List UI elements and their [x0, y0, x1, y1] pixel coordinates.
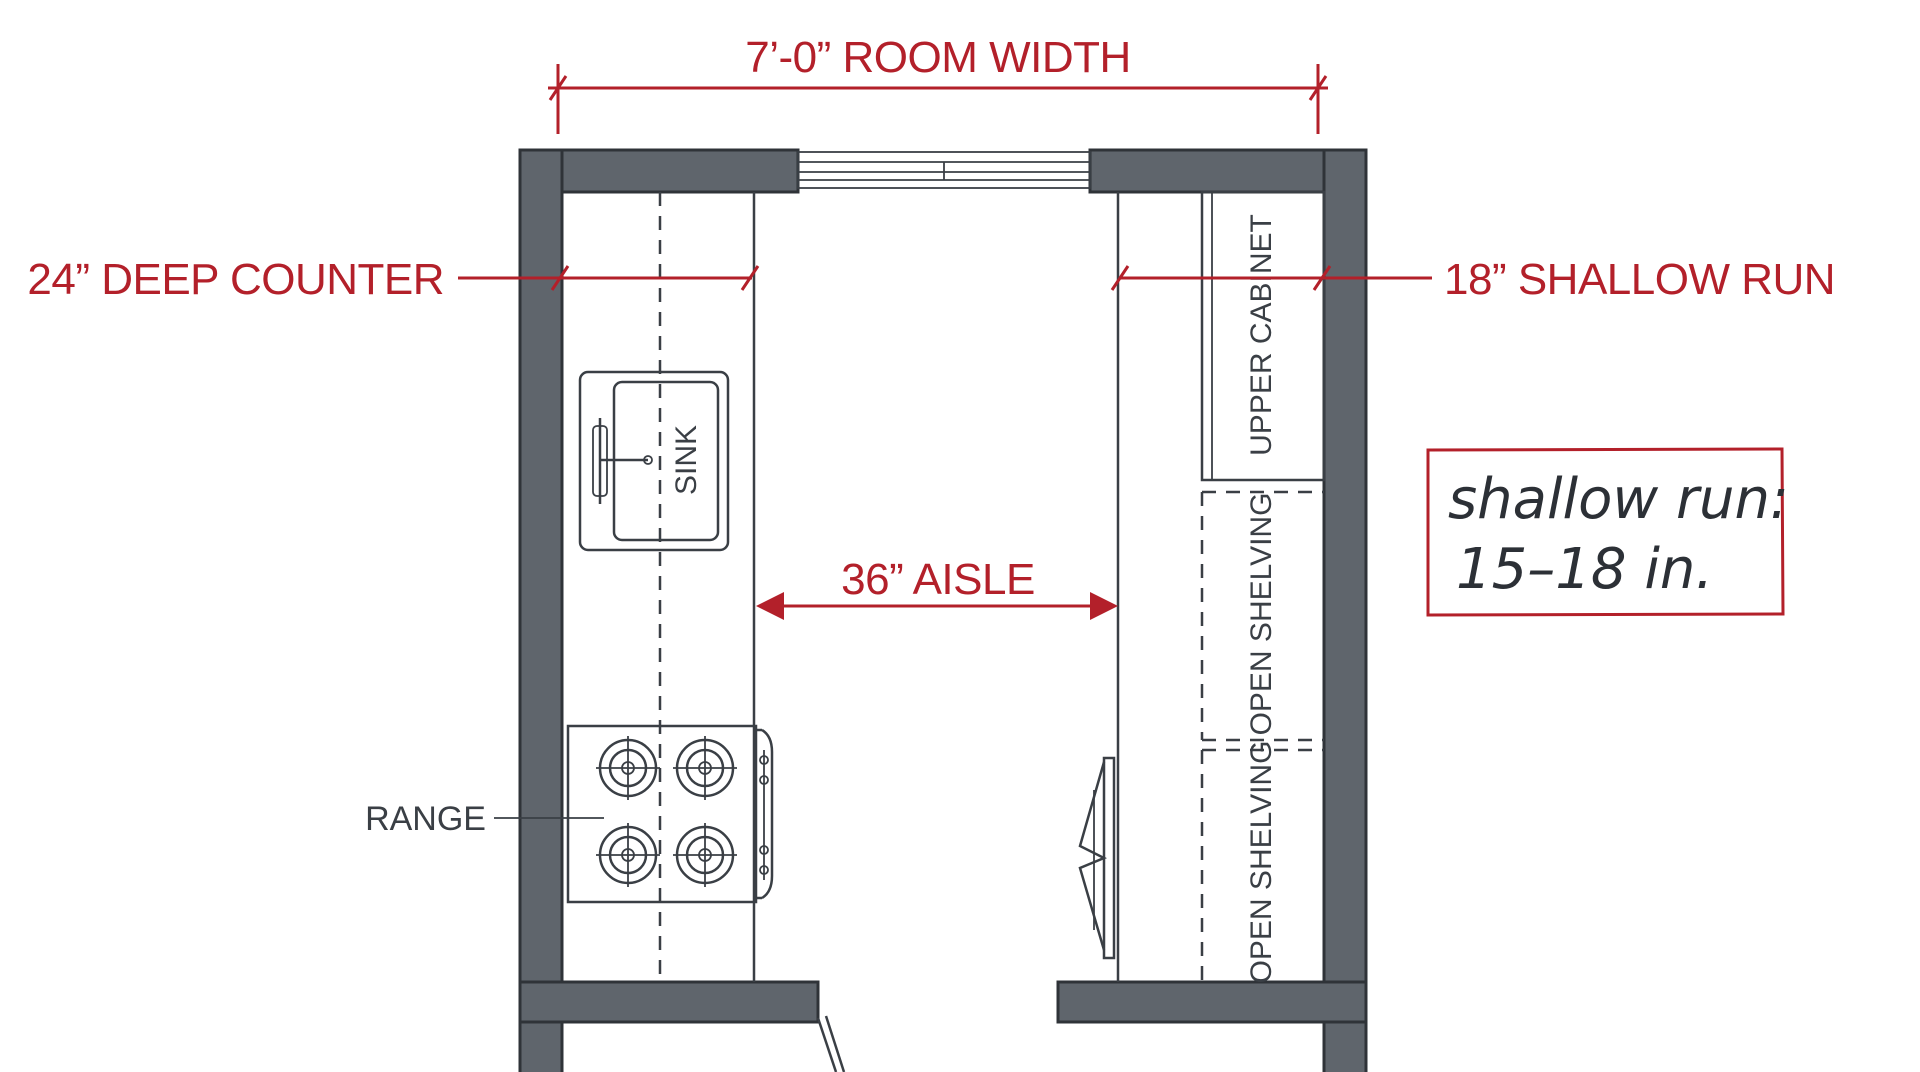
shallow-run-label: 18” SHALLOW RUN	[1444, 255, 1835, 304]
sink-label: SINK	[670, 425, 703, 495]
range-label: RANGE	[365, 800, 486, 838]
upper-cabinet-label: UPPER CABINET	[1245, 214, 1278, 456]
deep-counter-dimension: 24” DEEP COUNTER	[27, 255, 760, 304]
deep-counter-label: 24” DEEP COUNTER	[27, 255, 444, 304]
door	[816, 1015, 846, 1072]
left-wall	[518, 148, 564, 1072]
note-line-1: shallow run:	[1448, 467, 1789, 532]
sink: SINK	[578, 370, 730, 552]
shallow-run: UPPER CABINET OPEN SHELVING OPEN SHELVIN…	[1078, 190, 1326, 984]
open-shelving-2-label: OPEN SHELVING	[1245, 741, 1278, 984]
wall-bracket	[1078, 756, 1116, 960]
right-wall	[1322, 148, 1368, 1072]
bottom-wall-left	[518, 980, 820, 1024]
walls	[518, 148, 1368, 1072]
burner-top-left	[596, 736, 660, 800]
burner-bottom-right	[673, 823, 737, 887]
note-line-2: 15–18 in.	[1456, 537, 1713, 602]
burner-bottom-left	[596, 823, 660, 887]
aisle-dimension: 36” AISLE	[756, 555, 1118, 620]
bottom-wall-right	[1056, 980, 1368, 1024]
deep-counter	[658, 192, 756, 982]
shallow-run-dimension: 18” SHALLOW RUN	[1110, 255, 1836, 304]
note-box: shallow run: 15–18 in.	[1426, 447, 1789, 617]
range: RANGE	[365, 724, 774, 904]
window	[797, 151, 1091, 189]
burner-top-right	[673, 736, 737, 800]
range-handle	[756, 728, 774, 900]
open-shelving-1: OPEN SHELVING	[1200, 490, 1324, 742]
open-shelving-1-label: OPEN SHELVING	[1245, 493, 1278, 736]
room-width-label: 7’-0” ROOM WIDTH	[745, 33, 1131, 82]
aisle-label: 36” AISLE	[841, 555, 1035, 604]
room-width-dimension: 7’-0” ROOM WIDTH	[548, 33, 1328, 134]
open-shelving-2: OPEN SHELVING	[1200, 741, 1324, 984]
upper-cabinet	[1200, 190, 1326, 482]
